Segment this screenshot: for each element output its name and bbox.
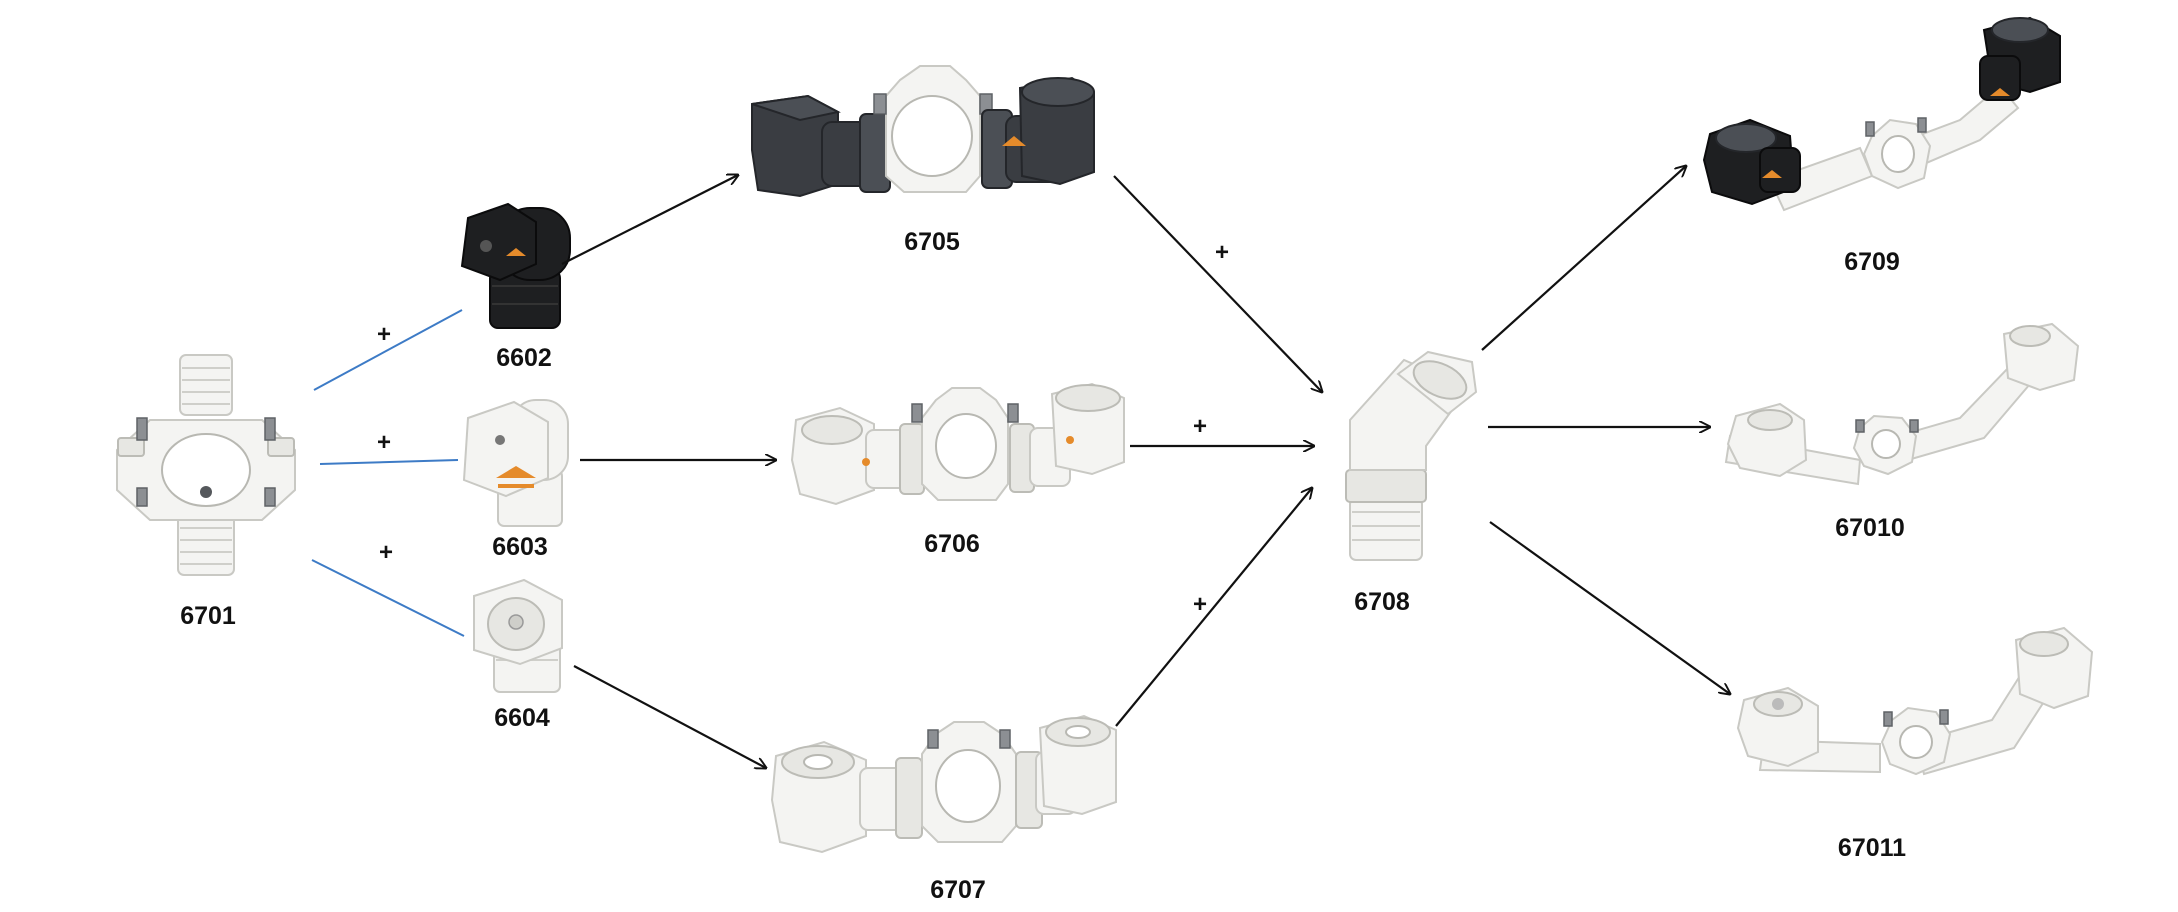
part-6706-label: 6706 [924, 530, 980, 558]
dark-double-nozzle-clamp-icon [751, 65, 1095, 198]
connector-6701-6603 [319, 459, 459, 465]
white-nozzle-assembly-icon [1736, 626, 2094, 776]
plus-sign: + [377, 429, 391, 456]
part-6707-label: 6707 [930, 876, 986, 904]
arrow-6602-to-6705 [561, 175, 738, 265]
part-6709-image [1702, 16, 2061, 212]
part-6701-image [116, 354, 296, 576]
part-6705-label: 6705 [904, 228, 960, 256]
plus-sign: + [1193, 591, 1207, 618]
black-nozzle-elbow-icon [460, 202, 571, 329]
part-67010-image [1724, 322, 2080, 486]
part-6604-label: 6604 [494, 704, 550, 732]
part-6708-label: 6708 [1354, 588, 1410, 616]
plus-sign: + [377, 321, 391, 348]
plus-sign: + [379, 539, 393, 566]
part-67011-image [1736, 626, 2094, 776]
white-nozzle-tip-icon [473, 578, 563, 693]
arrow-6708-to-67011 [1489, 521, 1730, 694]
pipe-clamp-icon [116, 354, 296, 576]
arrow-6705-to-6708 [1113, 175, 1322, 392]
part-6604-image [473, 578, 563, 693]
part-6602-label: 6602 [496, 344, 552, 372]
part-6706-image [790, 382, 1125, 506]
connector-6701-6602 [313, 309, 463, 391]
arrow-6707-to-6708 [1115, 488, 1312, 727]
white-nozzle-assembly-icon [1724, 322, 2080, 486]
dark-nozzle-assembly-icon [1702, 16, 2061, 212]
arrow-6604-to-6707 [573, 665, 766, 768]
part-67011-label: 67011 [1838, 834, 1906, 862]
plus-sign: + [1193, 413, 1207, 440]
white-double-nozzle-clamp-icon [770, 714, 1117, 854]
part-6603-image [462, 399, 569, 527]
part-6709-label: 6709 [1844, 248, 1900, 276]
part-6603-label: 6603 [492, 533, 548, 561]
white-nozzle-elbow-icon [462, 399, 569, 527]
arrow-6708-to-6709 [1481, 166, 1686, 351]
white-double-nozzle-clamp-icon [790, 382, 1125, 506]
part-6705-image [751, 65, 1095, 198]
plus-sign: + [1215, 239, 1229, 266]
connector-6701-6604 [311, 559, 465, 637]
part-6602-image [460, 202, 571, 329]
part-6708-image [1345, 350, 1478, 561]
part-67010-label: 67010 [1835, 514, 1905, 542]
elbow-adapter-icon [1345, 350, 1478, 561]
part-6701-label: 6701 [180, 602, 236, 630]
part-6707-image [770, 714, 1117, 854]
